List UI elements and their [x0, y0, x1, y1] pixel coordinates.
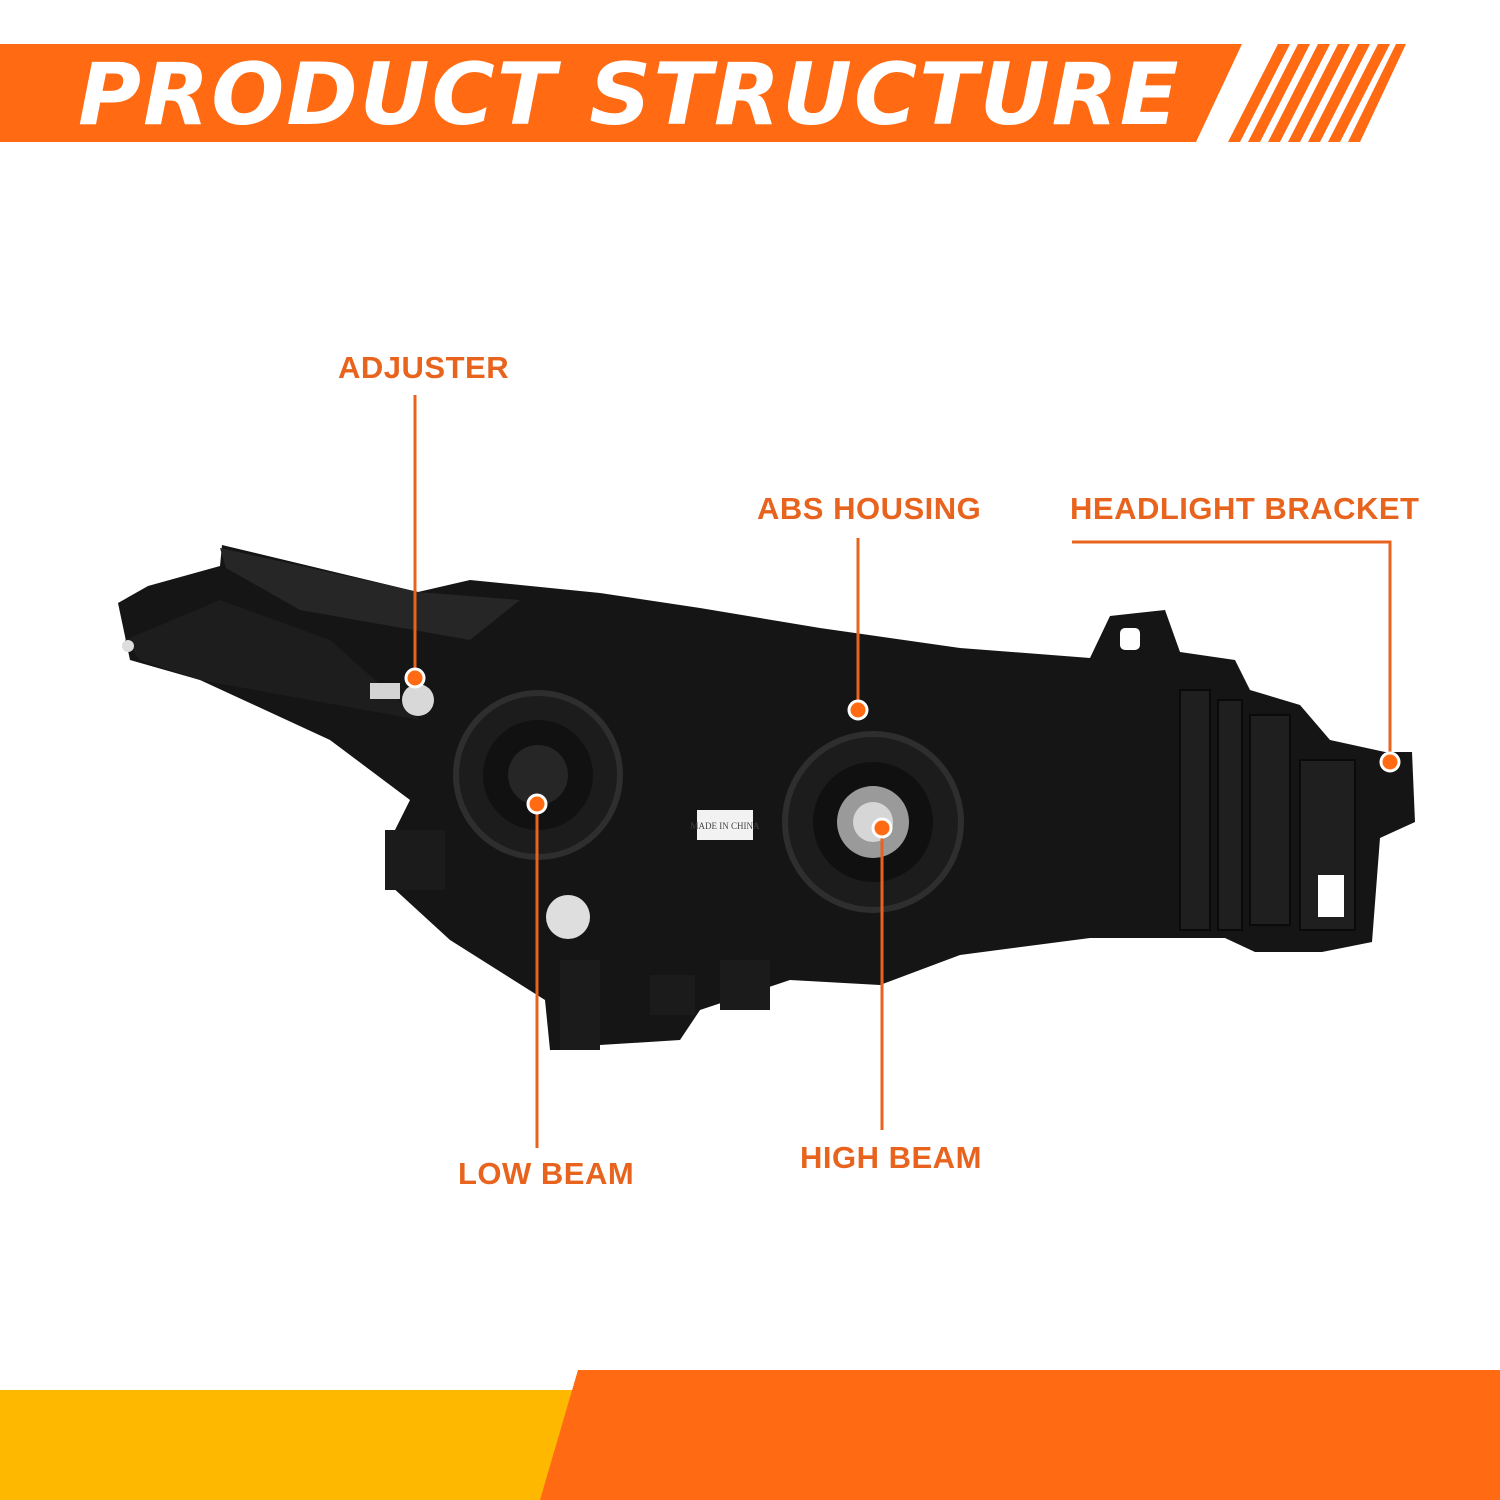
header-bar [0, 44, 1242, 142]
high-beam-socket [782, 731, 964, 913]
high-beam-dot [871, 817, 893, 839]
page-title: PRODUCT STRUCTURE [78, 45, 1181, 145]
bracket-structure [1179, 689, 1356, 931]
headlight-bracket-label: HEADLIGHT BRACKET [1070, 491, 1420, 526]
stamp-text: MADE IN CHINA [691, 821, 760, 831]
connectors [385, 830, 770, 1050]
upper-fin [220, 548, 520, 640]
bracket-hole [1318, 875, 1344, 917]
header-banner [0, 44, 1406, 142]
headlight-bracket-dot [1379, 751, 1401, 773]
abs-housing-label: ABS HOUSING [757, 491, 982, 526]
footer-yellow-bar [0, 1390, 600, 1500]
low-beam-label: LOW BEAM [458, 1156, 635, 1191]
header-stripes [1228, 44, 1406, 142]
made-in-china-plate [697, 810, 753, 840]
adjuster-gear [370, 683, 434, 716]
abs-housing-dot [847, 699, 869, 721]
headlight-bracket-leader [1072, 540, 1392, 758]
footer-band [0, 1370, 1500, 1500]
low-beam-socket [453, 690, 623, 860]
low-beam-dot [526, 793, 548, 815]
callout-lines [413, 395, 1392, 1148]
high-beam-label: HIGH BEAM [800, 1140, 982, 1175]
adjuster-label: ADJUSTER [338, 350, 510, 385]
footer-orange-bar [540, 1370, 1500, 1500]
adjuster-dot [404, 667, 426, 689]
callout-dots [404, 667, 1401, 839]
headlight-housing [118, 545, 1415, 1050]
lower-adjuster [122, 640, 590, 939]
